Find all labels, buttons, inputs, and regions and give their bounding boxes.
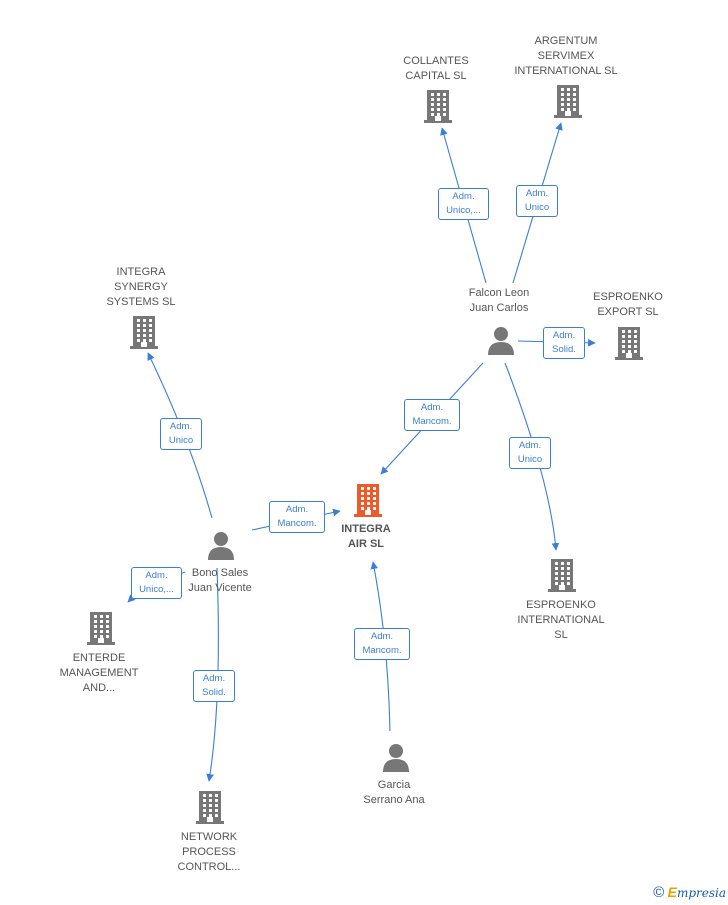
edge-label-line: Solid. (202, 687, 226, 698)
edge-label-falcon-argentum[interactable]: Adm. Unico (516, 185, 558, 217)
edge-label-line: Unico (524, 202, 550, 213)
node-label-line: INTEGRA (341, 523, 391, 535)
edge-label-line: Unico,... (446, 205, 481, 216)
edge-label-falcon-esproenko_intl[interactable]: Adm. Unico (509, 437, 551, 469)
edge-label-line: Unico (517, 454, 543, 465)
footer-brand: © Empresia (653, 884, 726, 901)
node-label-line: SERVIMEX (537, 50, 595, 62)
edge-label-line: Unico (168, 435, 194, 446)
edge-label-line: Unico,... (139, 584, 174, 595)
node-label-line: Bono Sales (191, 567, 249, 579)
node-label-esproenko-export[interactable]: ESPROENKO EXPORT SL (583, 290, 673, 320)
node-label-collantes[interactable]: COLLANTES CAPITAL SL (386, 54, 486, 84)
node-label-line: PROCESS (182, 846, 236, 858)
building-icon[interactable] (129, 315, 159, 354)
node-label-line: INTERNATIONAL (517, 614, 605, 626)
edge-label-bono-integra_air[interactable]: Adm. Mancom. (269, 501, 325, 533)
building-icon[interactable] (195, 790, 225, 829)
node-label-line: Juan Carlos (469, 302, 529, 314)
node-label-line: Juan Vicente (188, 582, 252, 594)
node-label-enterde[interactable]: ENTERDE MANAGEMENT AND... (49, 651, 149, 696)
edge-label-falcon-integra_air[interactable]: Adm. Mancom. (404, 399, 460, 431)
node-label-line: CAPITAL SL (405, 70, 467, 82)
node-label-line: AIR SL (347, 538, 385, 550)
edge-label-line: Adm. (145, 570, 168, 581)
edge-label-bono-integra_synergy[interactable]: Adm. Unico (160, 418, 202, 450)
person-icon[interactable] (206, 530, 236, 565)
node-label-line: Garcia (377, 779, 411, 791)
brand-name: mpresia (676, 886, 726, 900)
node-label-line: INTERNATIONAL SL (514, 65, 618, 77)
copyright-symbol: © (653, 884, 665, 901)
edge-label-line: Solid. (552, 344, 576, 355)
building-icon[interactable] (423, 89, 453, 128)
building-icon[interactable] (353, 483, 383, 522)
building-icon[interactable] (553, 84, 583, 123)
edge-label-line: Mancom. (412, 416, 452, 427)
brand-logo-letter: E (667, 884, 677, 900)
node-label-line: MANAGEMENT (59, 667, 139, 679)
person-icon[interactable] (486, 325, 516, 360)
edge-label-line: Adm. (169, 421, 193, 432)
node-label-line: SL (554, 629, 568, 641)
edge-label-line: Adm. (525, 188, 549, 199)
node-label-line: SYNERGY (114, 281, 168, 293)
edge-label-falcon-collantes[interactable]: Adm. Unico,... (438, 188, 489, 220)
edge-label-line: Adm. (552, 330, 576, 341)
edge-label-line: Adm. (202, 673, 226, 684)
node-label-line: Falcon Leon (468, 287, 530, 299)
node-label-line: INTEGRA (116, 266, 166, 278)
edge-label-line: Adm. (452, 191, 475, 202)
node-label-line: CONTROL... (177, 861, 241, 873)
edge-label-line: Mancom. (362, 645, 402, 656)
edge-label-line: Adm. (518, 440, 542, 451)
edge-label-line: Adm. (420, 402, 444, 413)
node-label-integra-synergy[interactable]: INTEGRA SYNERGY SYSTEMS SL (91, 265, 191, 310)
node-label-line: COLLANTES (403, 55, 469, 67)
edge-label-line: Adm. (285, 504, 309, 515)
node-label-line: ESPROENKO (526, 599, 596, 611)
edge-label-line: Mancom. (277, 518, 317, 529)
person-icon[interactable] (381, 742, 411, 777)
edge-label-bono-network[interactable]: Adm. Solid. (193, 670, 235, 702)
node-label-line: NETWORK (180, 831, 238, 843)
node-label-line: ENTERDE (72, 652, 126, 664)
edge-label-bono-enterde[interactable]: Adm. Unico,... (131, 567, 182, 599)
building-icon[interactable] (547, 558, 577, 597)
node-label-line: SYSTEMS SL (106, 296, 176, 308)
edge-label-garcia-integra_air[interactable]: Adm. Mancom. (354, 628, 410, 660)
node-label-line: ESPROENKO (593, 291, 663, 303)
building-icon[interactable] (86, 611, 116, 650)
node-label-integra-air[interactable]: INTEGRA AIR SL (321, 522, 411, 552)
node-label-line: ARGENTUM (534, 35, 598, 47)
node-label-network[interactable]: NETWORK PROCESS CONTROL... (159, 830, 259, 875)
building-icon[interactable] (614, 326, 644, 365)
node-label-line: EXPORT SL (597, 306, 659, 318)
node-label-argentum[interactable]: ARGENTUM SERVIMEX INTERNATIONAL SL (506, 34, 626, 79)
node-label-line: AND... (82, 682, 116, 694)
edge-label-falcon-esproenko_export[interactable]: Adm. Solid. (543, 327, 585, 359)
node-label-esproenko-intl[interactable]: ESPROENKO INTERNATIONAL SL (506, 598, 616, 643)
edge-label-line: Adm. (370, 631, 394, 642)
node-label-line: Serrano Ana (363, 794, 425, 806)
